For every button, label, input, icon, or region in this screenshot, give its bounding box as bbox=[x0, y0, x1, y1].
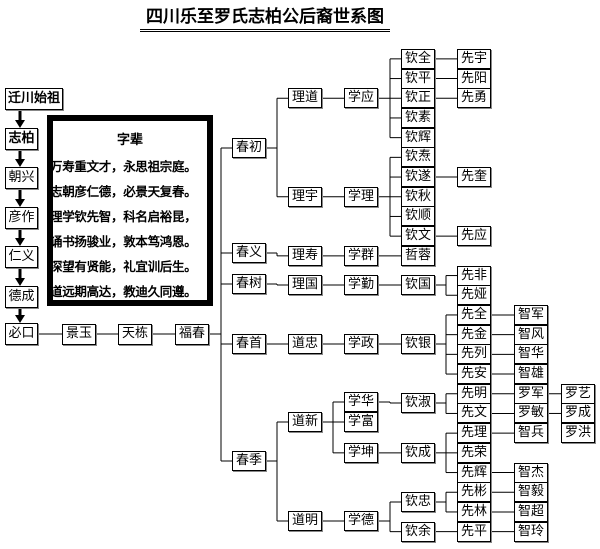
tree-node: 先荣 bbox=[457, 442, 491, 463]
tree-node: 先理 bbox=[457, 423, 491, 444]
tree-node: 智华 bbox=[514, 344, 548, 365]
tree-node: 学理 bbox=[344, 186, 378, 207]
arrow-down-icon bbox=[15, 159, 25, 167]
generation-poem-line: 万寿重文才，永思祖宗庭。 bbox=[50, 159, 197, 174]
tree-node: 先宇 bbox=[457, 48, 491, 69]
tree-node: 学勤 bbox=[344, 275, 378, 295]
generation-poem-line: 理学钦先智，科名启裕昆， bbox=[50, 209, 197, 224]
tree-node: 学坤 bbox=[344, 442, 378, 463]
chain-node: 德成 bbox=[5, 286, 38, 308]
arrow-down-icon bbox=[15, 199, 25, 207]
ancestor-box: 迁川始祖 bbox=[5, 88, 63, 110]
chain-node: 必口 bbox=[5, 323, 38, 345]
lineage-node: 景玉 bbox=[62, 324, 96, 345]
tree-node: 钦遂 bbox=[401, 167, 435, 188]
tree-node: 先列 bbox=[457, 344, 491, 365]
tree-node: 先阳 bbox=[457, 68, 491, 89]
generation-poem-title: 字辈 bbox=[116, 133, 143, 148]
tree-node: 先全 bbox=[457, 304, 491, 325]
tree-node: 钦文 bbox=[401, 226, 435, 247]
tree-node: 钦秋 bbox=[401, 186, 435, 207]
tree-node: 钦忠 bbox=[401, 492, 435, 512]
tree-node: 钦全 bbox=[401, 48, 435, 69]
tree-node: 学政 bbox=[344, 334, 378, 354]
generation-poem-line: 志朝彦仁德，必景天复春。 bbox=[50, 184, 197, 199]
tree-node: 道新 bbox=[288, 412, 322, 432]
arrow-down-icon bbox=[15, 278, 25, 286]
chain-node: 志柏 bbox=[5, 128, 38, 150]
tree-node: 钦焘 bbox=[401, 147, 435, 168]
tree-node: 先勇 bbox=[457, 88, 491, 109]
tree-node: 春首 bbox=[232, 334, 266, 354]
tree-node: 先林 bbox=[457, 501, 491, 522]
tree-node: 罗敏 bbox=[514, 403, 548, 424]
tree-node: 智雄 bbox=[514, 364, 548, 385]
tree-node: 道忠 bbox=[288, 334, 322, 354]
tree-node: 先金 bbox=[457, 324, 491, 345]
generation-poem-box: 字辈 万寿重文才，永思祖宗庭。 志朝彦仁德，必景天复春。 理学钦先智，科名启裕昆… bbox=[47, 115, 213, 306]
tree-node: 智军 bbox=[514, 304, 548, 325]
tree-node: 理宇 bbox=[288, 186, 322, 207]
tree-node: 钦素 bbox=[401, 107, 435, 128]
tree-node: 先明 bbox=[457, 383, 491, 404]
tree-node: 学应 bbox=[344, 88, 378, 109]
tree-node: 钦国 bbox=[401, 275, 435, 295]
tree-node: 智风 bbox=[514, 324, 548, 345]
tree-node: 罗艺 bbox=[561, 383, 595, 404]
page-title: 四川乐至罗氏志柏公后裔世系图 bbox=[140, 2, 390, 32]
tree-node: 钦辉 bbox=[401, 127, 435, 148]
tree-node: 智兵 bbox=[514, 423, 548, 444]
tree-node: 先奎 bbox=[457, 167, 491, 188]
tree-node: 理国 bbox=[288, 275, 322, 295]
tree-node: 哲蓉 bbox=[401, 245, 435, 266]
tree-node: 先娅 bbox=[457, 285, 491, 306]
tree-node: 学德 bbox=[344, 511, 378, 531]
tree-node: 先彬 bbox=[457, 482, 491, 503]
tree-node: 理寿 bbox=[288, 245, 322, 266]
tree-node: 理道 bbox=[288, 88, 322, 109]
tree-node: 智杰 bbox=[514, 462, 548, 483]
generation-poem-line: 深望有贤能，礼宜训后生。 bbox=[50, 259, 197, 274]
tree-node: 智玲 bbox=[514, 521, 548, 542]
arrow-down-icon bbox=[15, 315, 25, 323]
tree-node: 钦成 bbox=[401, 442, 435, 463]
tree-node: 学富 bbox=[344, 412, 378, 432]
tree-node: 智超 bbox=[514, 501, 548, 522]
tree-node: 先辉 bbox=[457, 462, 491, 483]
tree-node: 学群 bbox=[344, 245, 378, 266]
tree-node: 钦正 bbox=[401, 88, 435, 109]
generation-poem-line: 诵书扬骏业，敦本笃鸿恩。 bbox=[50, 234, 197, 249]
tree-node: 钦顺 bbox=[401, 206, 435, 227]
lineage-node: 天栋 bbox=[118, 324, 152, 345]
tree-node: 先文 bbox=[457, 403, 491, 424]
tree-node: 罗军 bbox=[514, 383, 548, 404]
tree-node: 罗成 bbox=[561, 403, 595, 424]
tree-node: 罗洪 bbox=[561, 423, 595, 444]
tree-node: 春义 bbox=[232, 243, 266, 263]
tree-node: 道明 bbox=[288, 511, 322, 531]
tree-node: 先安 bbox=[457, 364, 491, 385]
tree-node: 钦淑 bbox=[401, 393, 435, 413]
generation-poem-line: 道远期高达，教迪久同遵。 bbox=[50, 284, 197, 299]
tree-node: 钦平 bbox=[401, 68, 435, 89]
tree-node: 学华 bbox=[344, 392, 378, 412]
tree-node: 先应 bbox=[457, 226, 491, 247]
tree-node: 春初 bbox=[232, 138, 266, 158]
tree-node: 智毅 bbox=[514, 482, 548, 503]
arrow-down-icon bbox=[15, 120, 25, 128]
arrow-down-icon bbox=[15, 238, 25, 246]
chain-node: 仁义 bbox=[5, 246, 38, 268]
chain-node: 朝兴 bbox=[5, 167, 38, 189]
tree-node: 先平 bbox=[457, 521, 491, 542]
tree-node: 春季 bbox=[232, 451, 266, 471]
tree-node: 春树 bbox=[232, 274, 266, 294]
tree-node: 先非 bbox=[457, 265, 491, 286]
lineage-node: 福春 bbox=[175, 324, 209, 345]
chain-node: 彦作 bbox=[5, 207, 38, 229]
tree-node: 钦银 bbox=[401, 334, 435, 354]
tree-node: 钦余 bbox=[401, 521, 435, 542]
